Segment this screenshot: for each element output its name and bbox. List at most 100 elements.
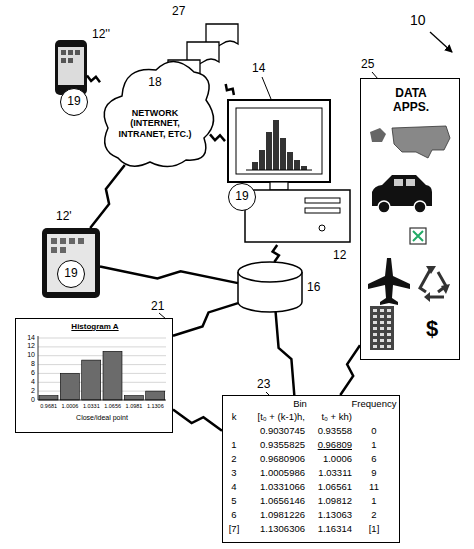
table-cell: 6 bbox=[371, 454, 376, 465]
illustration-part bbox=[228, 100, 330, 182]
node-label: DATA APPS. bbox=[386, 87, 436, 115]
illustration-part bbox=[380, 333, 384, 336]
table-cell: Bin bbox=[293, 399, 307, 410]
illustration-part bbox=[246, 170, 312, 171]
table-cell: 1.09812 bbox=[318, 496, 352, 507]
callout-number: 12'' bbox=[92, 28, 110, 42]
illustration-part bbox=[60, 238, 66, 244]
illustration-part bbox=[146, 391, 165, 400]
illustration-part bbox=[42, 228, 100, 298]
illustration-part bbox=[238, 262, 302, 282]
table-cell: 2 bbox=[371, 510, 376, 521]
chart-label: 1.0331 bbox=[83, 403, 100, 409]
table-cell: [t₀ + (k-1)h, bbox=[258, 412, 306, 423]
table-cell: 0.96809 bbox=[318, 440, 352, 451]
chart-label: 10 bbox=[27, 351, 35, 359]
table-cell: 4 bbox=[231, 482, 236, 493]
illustration-part bbox=[103, 351, 122, 400]
illustration-part bbox=[51, 238, 57, 244]
illustration-part bbox=[380, 315, 384, 318]
illustration-part bbox=[305, 198, 340, 203]
illustration-part bbox=[373, 309, 377, 312]
callout-circle: 19 bbox=[57, 260, 85, 288]
table-cell: 9 bbox=[371, 468, 376, 479]
node-label: Histogram A bbox=[17, 322, 173, 331]
chart-label: 14 bbox=[27, 334, 35, 342]
illustration-part bbox=[38, 336, 39, 400]
table-cell: 1.0331066 bbox=[260, 482, 305, 493]
smartphone bbox=[55, 40, 87, 95]
table-cell: 1.16314 bbox=[318, 524, 352, 535]
illustration-part bbox=[252, 120, 307, 170]
illustration-part bbox=[424, 292, 430, 302]
illustration-part bbox=[370, 128, 386, 142]
network-cloud: 18NETWORK (INTERNET, INTRANET, ETC.) bbox=[100, 55, 210, 165]
smartphone: 12''19 bbox=[55, 40, 87, 95]
illustration-part bbox=[266, 132, 272, 170]
illustration-part bbox=[414, 201, 426, 213]
illustration-part bbox=[75, 50, 80, 55]
data-app-icons bbox=[368, 126, 450, 350]
chart-label: 6 bbox=[31, 369, 35, 377]
illustration-part bbox=[38, 373, 166, 374]
lightning-link bbox=[226, 84, 234, 95]
illustration-part bbox=[39, 396, 58, 400]
table-cell: 1.0981226 bbox=[260, 510, 305, 521]
table-cell: 1 bbox=[371, 496, 376, 507]
illustration-part bbox=[373, 321, 377, 324]
callout-number: 10 bbox=[410, 12, 426, 28]
callout-number: 27 bbox=[172, 5, 185, 19]
illustration-part bbox=[124, 396, 143, 400]
lightning-link bbox=[276, 312, 295, 395]
table-cell: 1.0006 bbox=[323, 454, 352, 465]
table-cell: [1] bbox=[369, 524, 380, 535]
illustration-part bbox=[69, 238, 75, 244]
illustration-part bbox=[68, 50, 73, 55]
callout-circle: 19 bbox=[60, 88, 88, 116]
computer bbox=[228, 100, 350, 242]
illustration-part bbox=[410, 228, 426, 244]
illustration-part bbox=[373, 333, 377, 336]
illustration-part bbox=[38, 400, 166, 401]
illustration-part bbox=[387, 315, 391, 318]
table-cell: 0.9355825 bbox=[260, 440, 305, 451]
illustration-part bbox=[373, 345, 377, 348]
callout-number: 21 bbox=[151, 300, 164, 314]
node-label: NETWORK (INTERNET, INTRANET, ETC.) bbox=[110, 108, 200, 139]
illustration-part bbox=[368, 258, 410, 305]
illustration-part bbox=[373, 327, 377, 330]
illustration-part bbox=[245, 190, 350, 242]
node-label: 19 bbox=[229, 184, 255, 210]
table-cell: 1 bbox=[371, 440, 376, 451]
callout-number: 16 bbox=[307, 281, 320, 295]
callout-circle: 19 bbox=[228, 183, 256, 211]
chart-label: 1.1306 bbox=[147, 403, 164, 409]
illustration-part bbox=[305, 208, 340, 213]
illustration-part bbox=[252, 162, 258, 170]
illustration-part bbox=[373, 309, 391, 348]
illustration-part bbox=[61, 58, 66, 63]
node-label: 19 bbox=[58, 261, 84, 287]
lightning-link bbox=[273, 245, 279, 262]
illustration-part bbox=[294, 160, 300, 170]
node-label: 19 bbox=[61, 89, 87, 115]
illustration-part bbox=[38, 338, 166, 339]
illustration-part bbox=[68, 58, 73, 63]
table-cell: 1.06561 bbox=[318, 482, 352, 493]
lightning-link bbox=[340, 345, 360, 395]
network-cloud bbox=[104, 61, 213, 166]
computer: 1219 bbox=[225, 95, 355, 245]
illustration-part bbox=[387, 321, 391, 324]
illustration-part bbox=[430, 32, 452, 52]
lightning-link bbox=[87, 76, 100, 83]
illustration-part bbox=[380, 321, 384, 324]
illustration-part bbox=[38, 338, 166, 391]
illustration-part bbox=[420, 270, 446, 297]
illustration-part bbox=[55, 40, 87, 95]
illustration-part bbox=[38, 346, 166, 347]
chart-label: 4 bbox=[31, 378, 35, 386]
illustration-part bbox=[301, 166, 307, 170]
chart-label: 1.0981 bbox=[126, 403, 143, 409]
table-cell: 1.03311 bbox=[318, 468, 352, 479]
